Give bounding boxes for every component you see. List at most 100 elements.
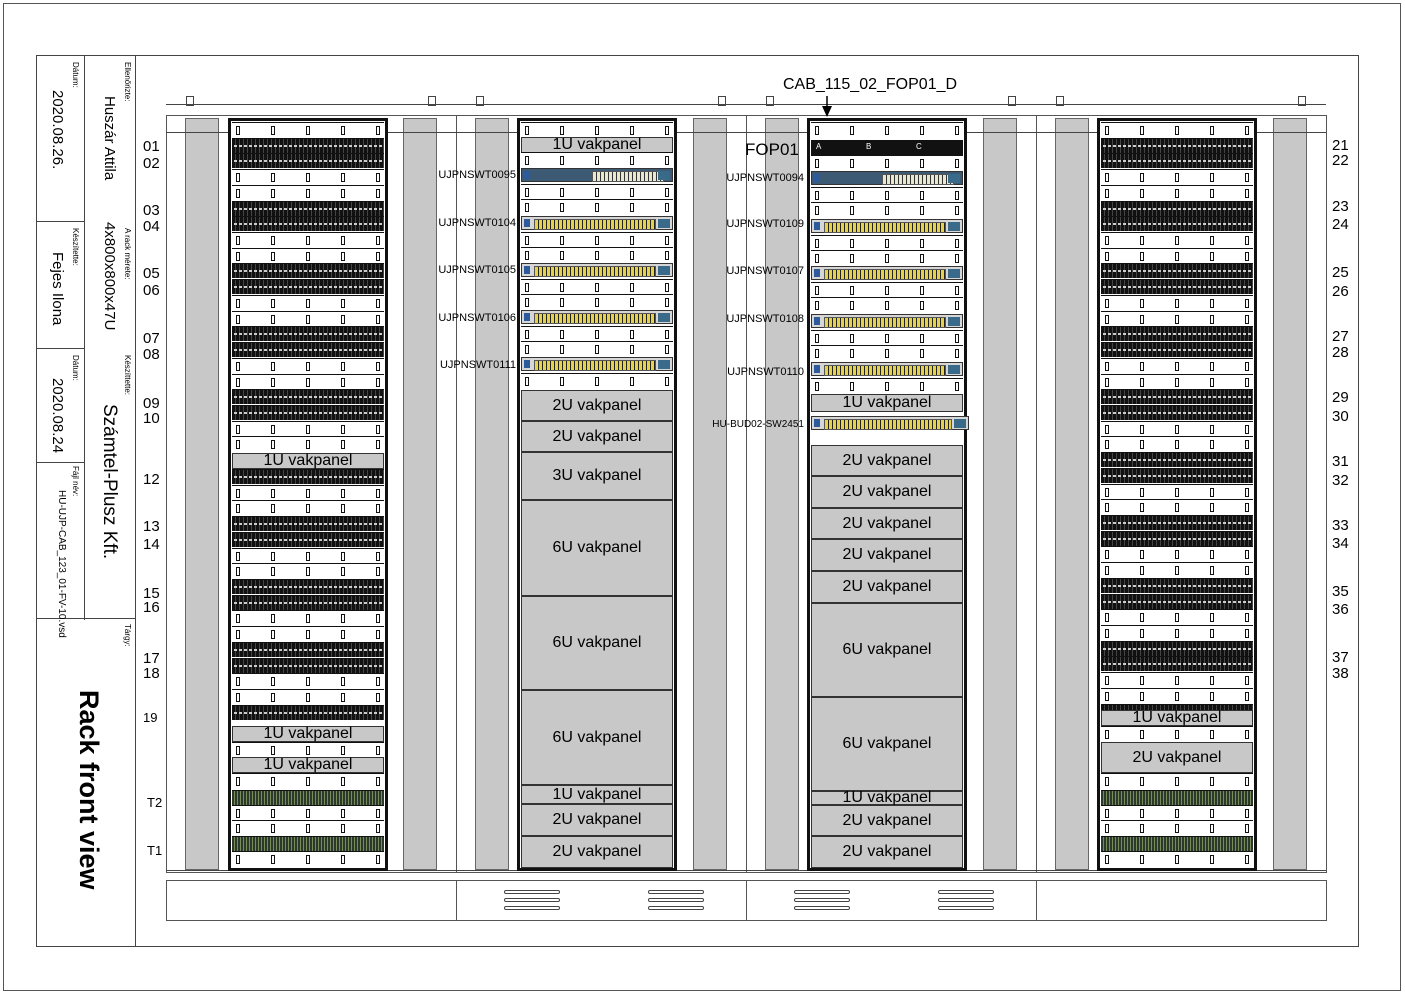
mount-hole xyxy=(850,334,854,343)
empty-u-slot xyxy=(521,294,673,309)
blank-panel: 2U vakpanel xyxy=(811,571,963,603)
empty-u-slot xyxy=(1101,687,1253,703)
mount-hole xyxy=(850,254,854,263)
mount-hole xyxy=(1245,314,1249,324)
patch-panel xyxy=(232,469,384,484)
network-switch[interactable] xyxy=(521,168,673,182)
network-switch[interactable] xyxy=(811,416,969,430)
switch-led xyxy=(524,266,530,274)
mount-hole xyxy=(665,283,669,292)
mount-hole xyxy=(341,777,345,786)
unit-number: 19 xyxy=(143,710,158,725)
mount-hole xyxy=(560,251,564,260)
mount-hole xyxy=(236,567,240,577)
mount-hole xyxy=(341,855,345,864)
rack-cabinet-4 xyxy=(1036,115,1327,873)
empty-u-slot xyxy=(232,232,384,248)
mount-hole xyxy=(306,361,310,371)
mount-hole xyxy=(1245,691,1249,701)
unit-number: 03 xyxy=(143,202,160,219)
unit-number: 31 xyxy=(1332,453,1349,470)
fiber-port-label: C xyxy=(916,142,922,151)
mount-hole xyxy=(1210,503,1214,513)
mount-hole xyxy=(306,824,310,833)
mount-hole xyxy=(885,206,889,215)
mount-hole xyxy=(271,251,275,261)
unit-number: 06 xyxy=(143,282,160,299)
mount-hole xyxy=(236,126,240,135)
empty-u-slot xyxy=(1101,672,1253,688)
switch-ports xyxy=(534,360,656,371)
network-switch[interactable] xyxy=(521,263,673,277)
mount-hole xyxy=(271,824,275,833)
patch-panel xyxy=(1101,640,1253,656)
mount-hole xyxy=(236,809,240,818)
mount-hole xyxy=(271,614,275,624)
mount-hole xyxy=(271,424,275,434)
network-switch[interactable] xyxy=(521,310,673,324)
mount-hole xyxy=(376,314,380,324)
mount-hole xyxy=(341,440,345,450)
mount-hole xyxy=(1210,550,1214,560)
mount-hole xyxy=(955,334,959,343)
mount-hole xyxy=(1105,566,1109,576)
patch-panel xyxy=(1101,467,1253,483)
patch-panel xyxy=(232,404,384,420)
network-switch[interactable] xyxy=(521,216,673,230)
mount-hole xyxy=(341,630,345,640)
mount-hole xyxy=(920,349,924,358)
mount-hole xyxy=(630,236,634,245)
mount-hole xyxy=(341,504,345,514)
network-switch[interactable] xyxy=(811,266,963,280)
mount-hole xyxy=(1210,173,1214,183)
mount-hole xyxy=(1175,809,1179,818)
empty-u-slot xyxy=(232,626,384,642)
unit-number: 04 xyxy=(143,218,160,235)
network-switch[interactable] xyxy=(521,357,673,371)
mount-hole xyxy=(630,188,634,197)
empty-u-slot xyxy=(1101,546,1253,562)
mount-hole xyxy=(560,345,564,354)
mount-hole xyxy=(1140,691,1144,701)
mount-hole xyxy=(665,188,669,197)
mount-hole xyxy=(1245,173,1249,183)
mount-hole xyxy=(525,251,529,260)
empty-u-slot xyxy=(1101,169,1253,185)
unit-number: 32 xyxy=(1332,472,1349,489)
empty-u-slot xyxy=(521,199,673,214)
empty-u-slot xyxy=(1101,726,1253,741)
patch-panel xyxy=(232,531,384,547)
subject-label: Tárgy: xyxy=(123,624,132,647)
mount-hole xyxy=(525,126,529,135)
network-switch[interactable] xyxy=(811,314,963,328)
mount-hole xyxy=(1245,440,1249,450)
mount-hole xyxy=(1210,361,1214,371)
made-by-label: Készíttette: xyxy=(123,355,132,396)
mount-hole xyxy=(885,191,889,200)
network-switch[interactable] xyxy=(811,171,963,185)
network-switch[interactable] xyxy=(811,219,963,233)
mount-hole xyxy=(306,314,310,324)
mount-hole xyxy=(815,286,819,295)
mount-hole xyxy=(665,203,669,212)
mount-hole xyxy=(560,126,564,135)
mount-hole xyxy=(885,382,889,391)
mount-hole xyxy=(306,440,310,450)
mount-hole xyxy=(341,693,345,703)
unit-number: 16 xyxy=(143,599,160,616)
switch-led xyxy=(524,171,530,179)
switch-ports xyxy=(824,222,946,233)
empty-u-slot xyxy=(232,169,384,185)
mount-hole xyxy=(1175,629,1179,639)
mount-hole xyxy=(1210,809,1214,818)
fiber-patch-panel xyxy=(1101,790,1253,805)
mount-hole xyxy=(955,191,959,200)
date-label-1: Dátum: xyxy=(71,62,80,88)
network-switch[interactable] xyxy=(811,362,963,376)
mount-hole xyxy=(1175,173,1179,183)
blank-panel: 1U vakpanel xyxy=(1101,709,1253,726)
mount-hole xyxy=(1210,188,1214,198)
blank-panel: 1U vakpanel xyxy=(232,756,384,773)
mount-hole xyxy=(236,236,240,246)
